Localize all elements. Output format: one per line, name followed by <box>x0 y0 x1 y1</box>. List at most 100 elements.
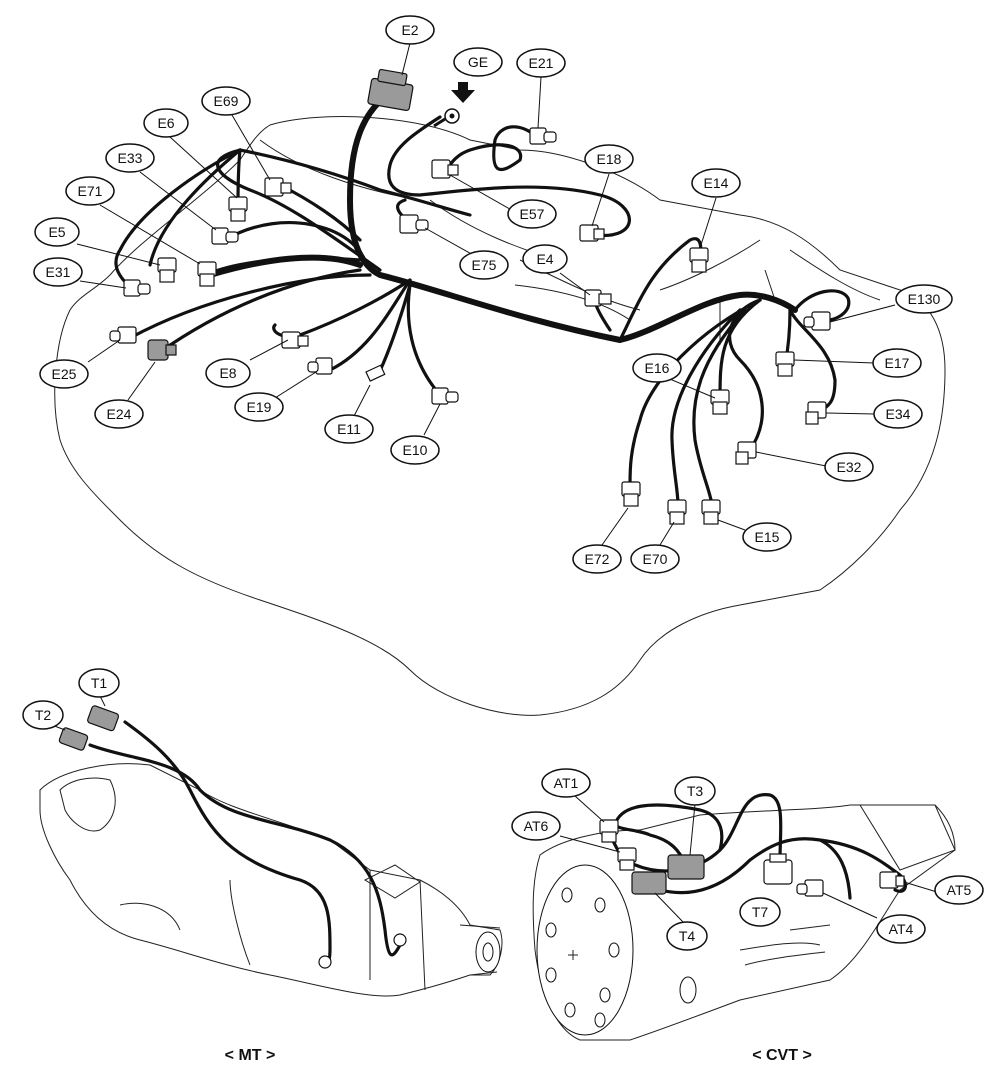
label-e72: E72 <box>572 544 622 574</box>
connector-e21 <box>529 127 557 145</box>
connector-e57 <box>431 159 459 179</box>
connector-e16 <box>710 389 730 415</box>
svg-text:T4: T4 <box>679 928 696 944</box>
connector-e70 <box>667 499 687 525</box>
connector-e69 <box>264 177 292 197</box>
svg-text:E71: E71 <box>78 183 103 199</box>
label-e15: E15 <box>742 522 792 552</box>
label-t3: T3 <box>674 776 716 806</box>
svg-text:E2: E2 <box>401 22 418 38</box>
svg-text:E72: E72 <box>585 551 610 567</box>
connector-e25 <box>109 326 137 344</box>
label-t1: T1 <box>78 668 120 698</box>
svg-text:E34: E34 <box>886 406 911 422</box>
label-e16: E16 <box>632 353 682 383</box>
label-e21: E21 <box>516 48 566 78</box>
cvt-transmission: AT1 T3 AT6 T7 T4 AT5 AT4 <box>511 768 984 1041</box>
label-e57: E57 <box>507 199 557 229</box>
connector-e130 <box>803 311 831 331</box>
label-e5: E5 <box>34 217 80 247</box>
connector-e15 <box>701 499 721 525</box>
connector-e31 <box>123 279 151 297</box>
connector-e32 <box>735 441 757 465</box>
label-e130: E130 <box>895 284 953 314</box>
engine-labels: E2 GE E21 E69 E6 E18 E33 E14 E71 E57 E5 … <box>33 15 953 574</box>
svg-text:E25: E25 <box>52 366 77 382</box>
connector-e71 <box>197 261 217 287</box>
connector-t4 <box>631 871 667 895</box>
label-e25: E25 <box>39 359 89 389</box>
connector-e6 <box>228 196 248 222</box>
svg-text:T7: T7 <box>752 904 769 920</box>
label-e2: E2 <box>385 15 435 45</box>
engine-harness <box>114 87 851 507</box>
label-e17: E17 <box>872 348 922 378</box>
connector-at5 <box>879 871 905 889</box>
connector-e10 <box>431 387 459 405</box>
label-e34: E34 <box>873 399 923 429</box>
svg-text:AT6: AT6 <box>524 818 549 834</box>
connector-at4 <box>796 879 824 897</box>
connector-e19 <box>307 357 333 375</box>
svg-text:AT5: AT5 <box>947 882 972 898</box>
svg-text:E8: E8 <box>219 365 236 381</box>
svg-text:AT4: AT4 <box>889 921 914 937</box>
svg-text:E21: E21 <box>529 55 554 71</box>
label-e33: E33 <box>105 143 155 173</box>
connector-t3 <box>667 854 705 880</box>
svg-text:E19: E19 <box>247 399 272 415</box>
svg-text:E5: E5 <box>48 224 65 240</box>
label-e71: E71 <box>65 176 115 206</box>
connector-at6 <box>617 847 637 871</box>
label-at5: AT5 <box>934 875 984 905</box>
svg-text:T3: T3 <box>687 783 704 799</box>
label-t7: T7 <box>739 897 781 927</box>
label-e4: E4 <box>522 244 568 274</box>
svg-text:E69: E69 <box>214 93 239 109</box>
label-ge: GE <box>453 47 503 77</box>
svg-text:E11: E11 <box>337 421 361 437</box>
connector-e5 <box>157 257 177 283</box>
svg-text:E130: E130 <box>908 291 941 307</box>
label-at6: AT6 <box>511 811 561 841</box>
svg-text:E17: E17 <box>885 355 910 371</box>
svg-text:E57: E57 <box>520 206 545 222</box>
svg-text:AT1: AT1 <box>554 775 579 791</box>
svg-text:T2: T2 <box>35 707 52 723</box>
caption-mt: < MT > <box>225 1047 276 1064</box>
svg-text:E70: E70 <box>643 551 668 567</box>
label-e19: E19 <box>234 392 284 422</box>
connector-e18 <box>579 224 605 242</box>
svg-text:E4: E4 <box>536 251 553 267</box>
label-e10: E10 <box>390 435 440 465</box>
svg-text:E33: E33 <box>118 150 143 166</box>
svg-text:GE: GE <box>468 54 488 70</box>
engine-leaders <box>76 42 896 546</box>
label-e24: E24 <box>94 399 144 429</box>
connector-e24 <box>147 339 177 361</box>
label-at1: AT1 <box>541 768 591 798</box>
ground-terminal-ge <box>433 108 460 128</box>
svg-text:E16: E16 <box>645 360 670 376</box>
label-e31: E31 <box>33 257 83 287</box>
svg-text:E32: E32 <box>837 459 862 475</box>
connector-e4 <box>584 289 612 307</box>
connector-t7 <box>763 853 793 885</box>
connector-e34 <box>805 401 827 425</box>
svg-text:E14: E14 <box>704 175 729 191</box>
label-t2: T2 <box>22 700 64 730</box>
connector-e11 <box>365 364 386 382</box>
label-e8: E8 <box>205 358 251 388</box>
engine-connectors <box>109 68 831 525</box>
label-e11: E11 <box>324 414 374 444</box>
connector-e75 <box>399 214 429 234</box>
svg-text:E15: E15 <box>755 529 780 545</box>
connector-e17 <box>775 351 795 377</box>
engine-outline <box>54 116 946 716</box>
label-e6: E6 <box>143 108 189 138</box>
label-t4: T4 <box>666 921 708 951</box>
label-e32: E32 <box>824 452 874 482</box>
ge-arrow-icon <box>451 82 475 103</box>
connector-e33 <box>211 227 239 245</box>
